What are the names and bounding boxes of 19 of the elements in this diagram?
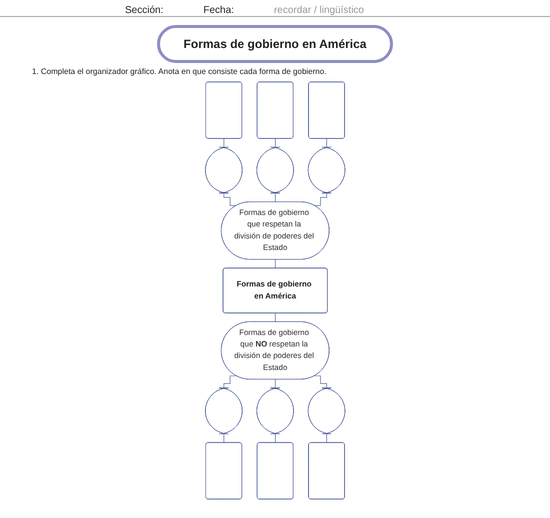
connector bbox=[326, 434, 327, 444]
connector bbox=[274, 434, 276, 444]
connector bbox=[274, 138, 276, 148]
connector bbox=[326, 138, 327, 148]
connector bbox=[223, 376, 236, 389]
title-banner: Formas de gobierno en América bbox=[157, 25, 393, 63]
connector bbox=[314, 376, 327, 389]
section-label: Sección: bbox=[125, 5, 164, 16]
connector bbox=[223, 434, 224, 444]
subtitle-text: recordar / lingüístico bbox=[274, 5, 364, 16]
connector bbox=[223, 192, 236, 206]
connector bbox=[274, 379, 276, 389]
instruction-text: 1. Completa el organizador gráfico. Anota en que consiste cada forma de gobierno. bbox=[32, 67, 326, 76]
connector bbox=[274, 192, 276, 202]
connector bbox=[274, 312, 276, 322]
connector bbox=[274, 259, 276, 269]
date-label: Fecha: bbox=[203, 5, 234, 16]
connector bbox=[223, 138, 224, 148]
connector bbox=[314, 192, 327, 206]
